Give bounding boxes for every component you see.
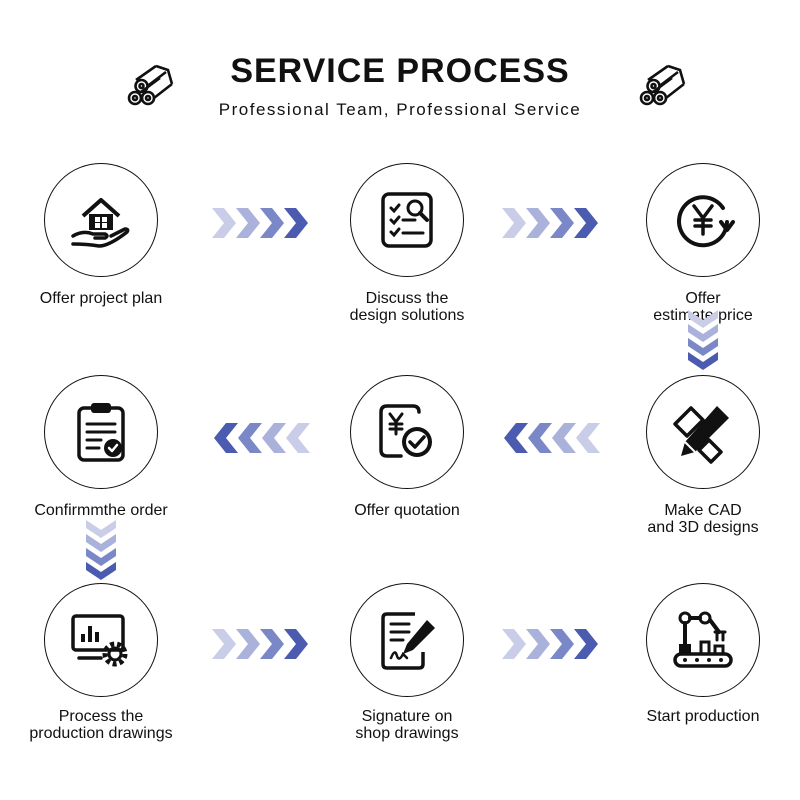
page-subtitle: Professional Team, Professional Service <box>218 100 582 119</box>
arrow-down-2 <box>86 520 116 580</box>
step-5-label: Offer quotation <box>354 502 460 519</box>
step-3-label: Offer estimate price <box>653 290 753 324</box>
pipes-icon-right <box>639 64 686 106</box>
arrow-right-1 <box>212 208 308 238</box>
step-9-circle <box>646 583 760 697</box>
clipboard-check-icon <box>77 403 125 462</box>
step-2-label: Discuss the design solutions <box>349 290 465 324</box>
step-4-circle <box>646 375 760 489</box>
arrow-down-1 <box>688 310 718 370</box>
robot-arm-icon <box>673 611 733 668</box>
step-5-circle <box>350 375 464 489</box>
pipes-icon-left <box>127 64 174 106</box>
yen-check-icon <box>379 404 432 458</box>
step-8-label: Signature on shop drawings <box>355 708 459 742</box>
step-8-circle <box>350 583 464 697</box>
monitor-gear-icon <box>71 614 128 667</box>
step-1-label: Offer project plan <box>39 290 163 307</box>
step-6-label: Confirmmthe order <box>34 502 168 519</box>
arrow-right-3 <box>212 629 308 659</box>
arrow-left-1 <box>504 423 600 453</box>
arrow-right-4 <box>502 629 598 659</box>
document-signature-icon <box>381 612 435 670</box>
page-title: SERVICE PROCESS <box>230 52 570 90</box>
step-7-label: Process the production drawings <box>29 708 173 742</box>
yen-refresh-icon <box>677 195 735 248</box>
step-6-circle <box>44 375 158 489</box>
pencil-ruler-icon <box>673 406 729 464</box>
arrow-left-2 <box>214 423 310 453</box>
step-1-circle <box>44 163 158 277</box>
step-4-label: Make CAD and 3D designs <box>647 502 759 536</box>
step-9-label: Start production <box>646 708 760 725</box>
step-7-circle <box>44 583 158 697</box>
arrow-right-2 <box>502 208 598 238</box>
step-3-circle <box>646 163 760 277</box>
checklist-magnifier-icon <box>381 192 433 248</box>
house-in-hand-icon <box>71 198 130 248</box>
step-2-circle <box>350 163 464 277</box>
